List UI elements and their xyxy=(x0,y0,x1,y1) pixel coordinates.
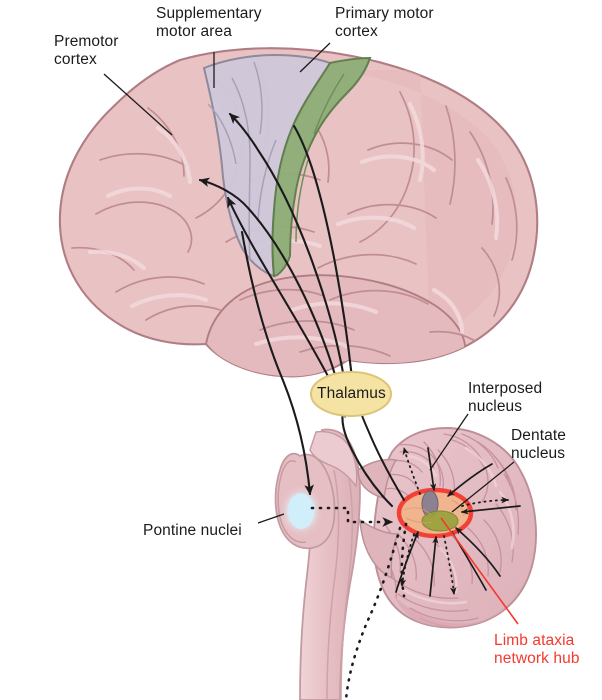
arrow-thalamus-to-m1-upper xyxy=(292,124,354,380)
arrow-thalamus-to-sma xyxy=(228,112,346,380)
leader-interposed xyxy=(429,413,469,471)
arrow-pons-to-cerebellum xyxy=(310,506,394,527)
limb-ataxia-hub-ellipse xyxy=(396,487,474,539)
label-thalamus: Thalamus xyxy=(317,385,386,402)
arrow-thalamus-to-m1-lower xyxy=(226,196,332,382)
intracerebellar-dashed-arrows xyxy=(399,447,509,595)
label-premotor-cortex: Premotor cortex xyxy=(54,33,119,69)
leader-line-hub xyxy=(440,517,519,625)
cerebellar-folia xyxy=(377,433,520,628)
leader-premotor xyxy=(103,73,173,136)
brainstem xyxy=(274,428,361,700)
leader-primary-motor xyxy=(299,42,331,73)
connection-arrows xyxy=(198,112,405,508)
label-interposed-nucleus: Interposed nucleus xyxy=(468,380,543,416)
arrow-thalamus-to-premotor xyxy=(198,177,338,380)
leader-dentate xyxy=(451,461,515,513)
label-primary-motor-cortex: Primary motor cortex xyxy=(335,5,434,41)
pontine-nuclei-node xyxy=(279,485,323,537)
arrow-cortex-to-pons xyxy=(240,230,314,496)
dashed-descending-tract xyxy=(344,526,402,700)
arrow-nuclei-to-thalamus xyxy=(336,406,394,508)
leader-lines xyxy=(103,42,515,524)
pontocerebellar-dashed-path xyxy=(310,506,408,700)
label-supplementary-motor-area: Supplementary motor area xyxy=(156,5,262,41)
thalamus-node xyxy=(310,371,392,417)
label-dentate-nucleus: Dentate nucleus xyxy=(511,427,566,463)
dashed-cerebellar-branch-1 xyxy=(400,522,408,598)
leader-pontine xyxy=(257,513,285,524)
label-pontine-nuclei: Pontine nuclei xyxy=(143,522,242,539)
cerebral-cortex xyxy=(58,47,539,378)
dentate-nucleus-node xyxy=(421,510,459,532)
label-limb-ataxia-network-hub: Limb ataxia network hub xyxy=(494,632,580,668)
